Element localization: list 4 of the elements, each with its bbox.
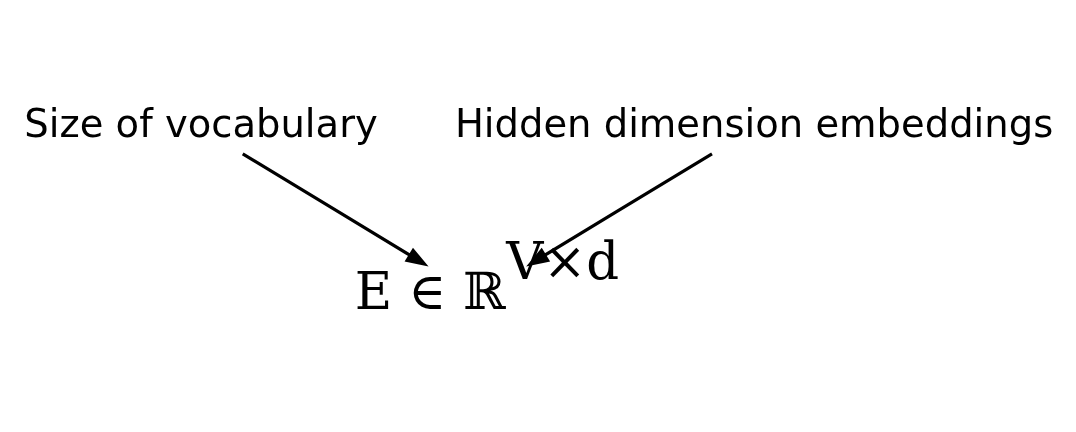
node-text: Hidden dimension embeddings (454, 101, 1054, 147)
node-text: Size of vocabulary (24, 101, 378, 147)
arrow (241, 152, 429, 267)
arrow (526, 152, 713, 267)
